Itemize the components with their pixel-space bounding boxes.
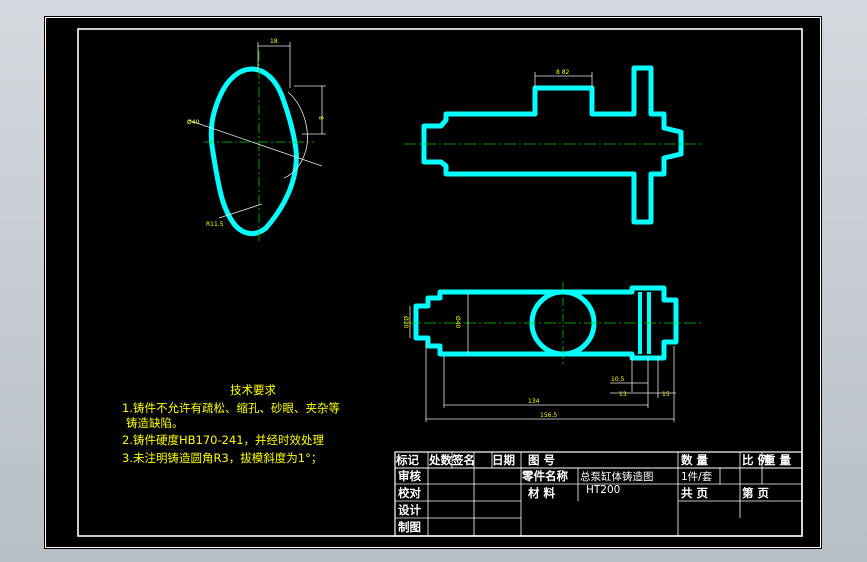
tb-date: 日期 bbox=[492, 453, 515, 467]
dim-phi: Ø40 bbox=[187, 119, 200, 126]
top-view: Ø20 Ø40 10.5 13 15 134 156.5 bbox=[402, 282, 704, 422]
tb-drawing-no: 图 号 bbox=[528, 453, 555, 467]
dim-mid-phi: Ø40 bbox=[454, 316, 461, 329]
title-block: 标记 处数 签名 日期 图 号 数 量 比 例 重 量 零件名称 总泵缸体铸造图… bbox=[394, 451, 803, 537]
dim-left-phi: Ø20 bbox=[402, 316, 409, 329]
dim-156: 156.5 bbox=[540, 412, 557, 419]
end-view: 18 Ø40 R11.5 8 bbox=[187, 38, 326, 241]
dim-134: 134 bbox=[528, 398, 540, 405]
technical-notes: 技术要求 1.铸件不允许有疏松、缩孔、砂眼、夹杂等 铸造缺陷。 2.铸件硬度HB… bbox=[122, 383, 340, 465]
tb-count: 处数 bbox=[428, 453, 452, 467]
flange-outline bbox=[208, 66, 299, 236]
notes-title: 技术要求 bbox=[230, 383, 276, 397]
dia-line bbox=[187, 119, 323, 167]
front-view: 8 82 bbox=[404, 65, 704, 225]
dim-radius: R11.5 bbox=[206, 221, 224, 228]
tb-material-label: 材 料 bbox=[528, 486, 556, 500]
tb-part-label: 零件名称 bbox=[521, 469, 568, 483]
dim-15: 15 bbox=[662, 391, 670, 398]
dim-13: 13 bbox=[619, 391, 627, 398]
notes-line-2: 铸造缺陷。 bbox=[126, 416, 184, 430]
tb-role-review: 审核 bbox=[398, 469, 421, 483]
tb-scale: 比 例 bbox=[742, 453, 769, 467]
dim-top-width: 18 bbox=[270, 38, 278, 45]
notes-line-3: 2.铸件硬度HB170-241，并经时效处理 bbox=[122, 433, 325, 447]
tb-qty: 数 量 bbox=[681, 453, 709, 467]
title-block-border bbox=[394, 451, 803, 537]
tb-role-draw: 制图 bbox=[398, 520, 421, 534]
tb-page: 第 页 bbox=[742, 486, 770, 500]
drawing-canvas: 18 Ø40 R11.5 8 8 82 Ø20 Ø40 bbox=[45, 17, 821, 548]
outer-border bbox=[45, 17, 821, 548]
tb-sign: 签名 bbox=[451, 453, 475, 467]
dim-shaft-len: 8 82 bbox=[556, 69, 570, 76]
boss-arc bbox=[283, 91, 308, 179]
tb-part-name: 总泵缸体铸造图 bbox=[580, 470, 654, 483]
tb-material: HT200 bbox=[586, 484, 620, 496]
tb-role-check: 校对 bbox=[398, 486, 421, 500]
dim-right: 8 bbox=[317, 116, 324, 120]
drawing-sheet: 18 Ø40 R11.5 8 8 82 Ø20 Ø40 bbox=[44, 16, 822, 549]
notes-line-4: 3.未注明铸造圆角R3，拔模斜度为1°； bbox=[122, 451, 322, 465]
tb-role-design: 设计 bbox=[398, 503, 421, 517]
dim-105: 10.5 bbox=[611, 376, 625, 383]
tb-total-pages: 共 页 bbox=[681, 486, 709, 500]
notes-line-1: 1.铸件不允许有疏松、缩孔、砂眼、夹杂等 bbox=[122, 401, 340, 415]
radius-leader bbox=[218, 203, 263, 219]
top-body-outline bbox=[413, 285, 679, 361]
tb-mark: 标记 bbox=[395, 453, 419, 467]
body-outline bbox=[421, 65, 684, 225]
tb-weight: 重 量 bbox=[764, 453, 792, 467]
tb-per-set: 1件/套 bbox=[681, 470, 713, 483]
